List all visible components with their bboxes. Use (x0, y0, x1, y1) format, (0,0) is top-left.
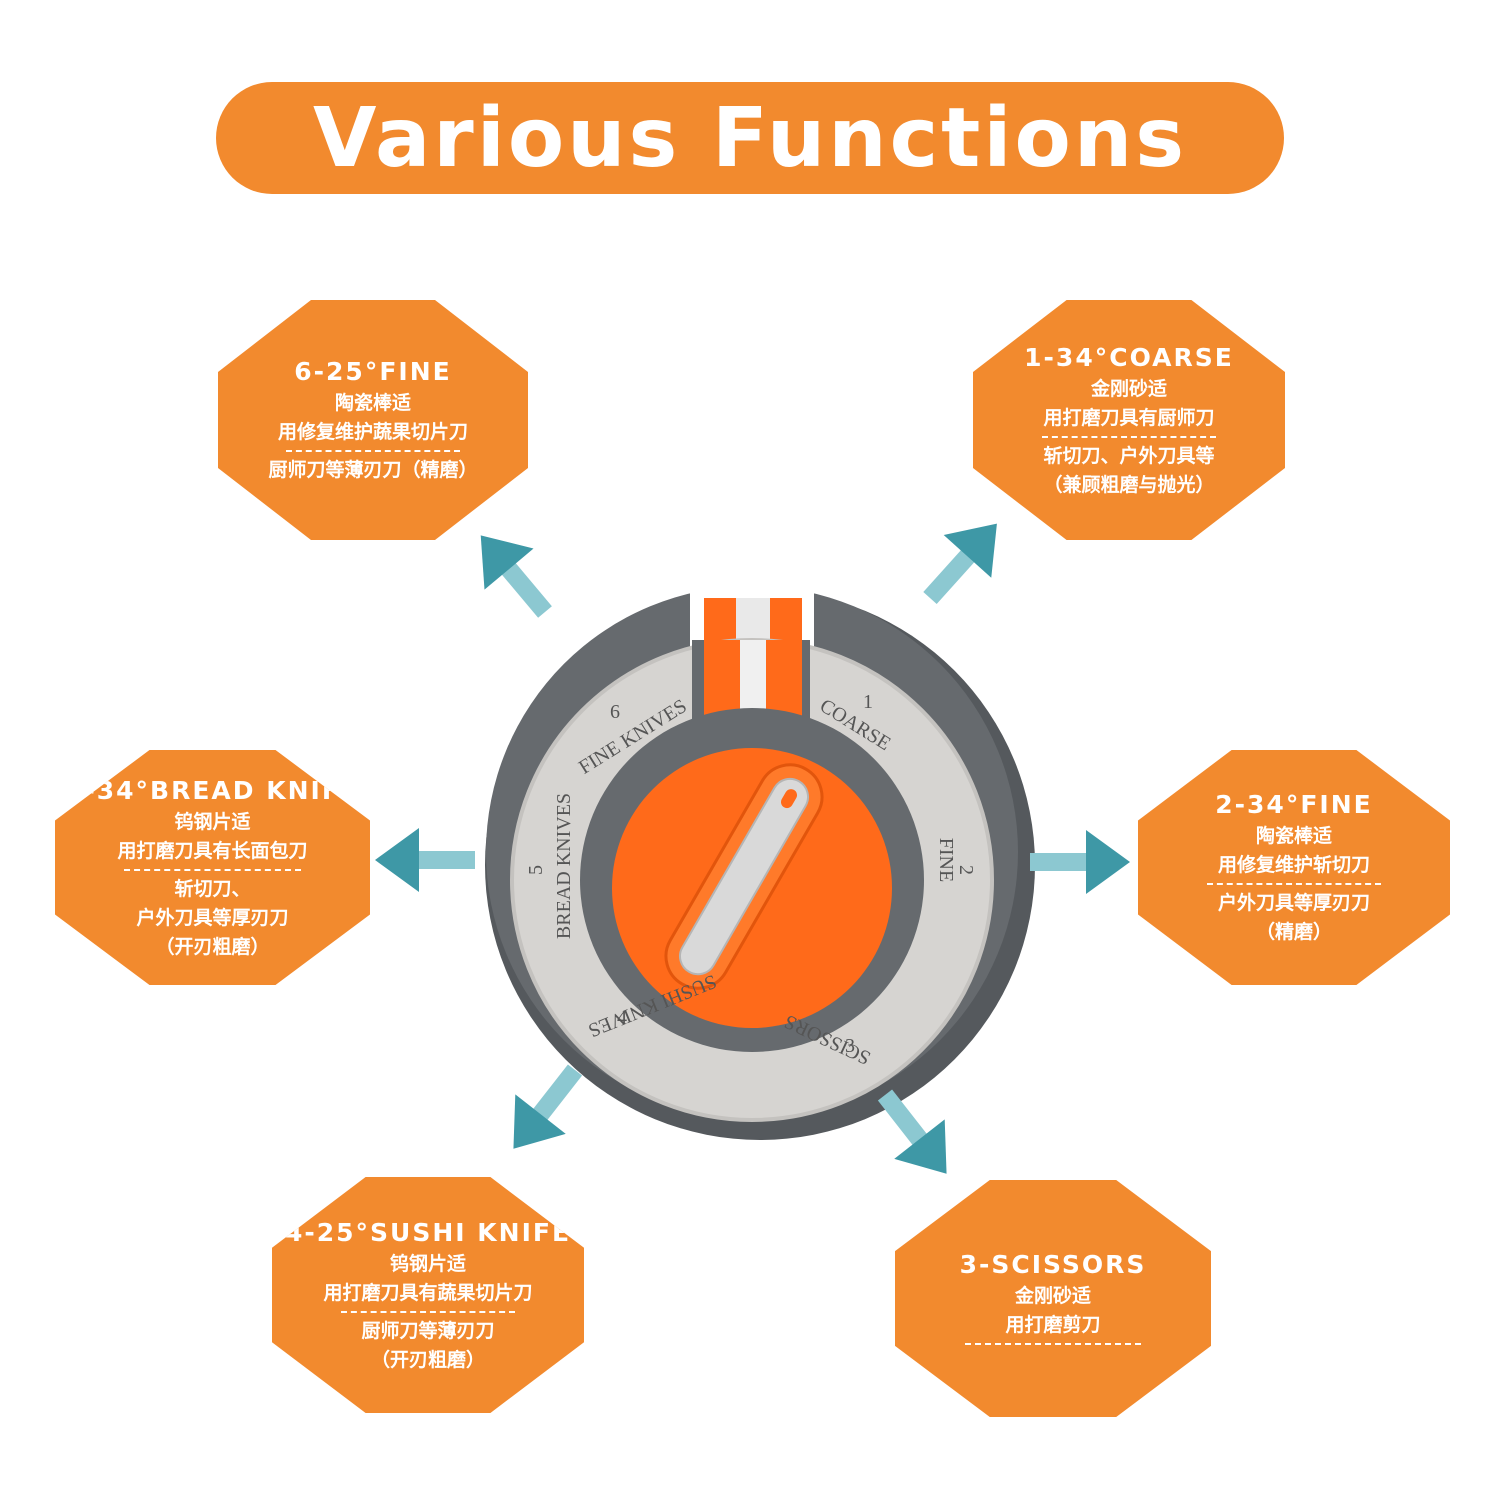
arrows (375, 523, 1130, 1174)
function-2-line: （精磨） (1255, 921, 1332, 943)
divider (1041, 435, 1217, 438)
divider (1206, 883, 1382, 885)
function-4-line: 用打磨刀具有蔬果切片刀 (323, 1281, 533, 1304)
function-4-card: 4-25°SUSHI KNIFE 钨钢片适 用打磨刀具有蔬果切片刀 厨师刀等薄刃… (272, 1177, 584, 1413)
function-3-line: 金刚砂适 (1014, 1285, 1091, 1307)
page-title: Various Functions (312, 90, 1188, 186)
function-1-card: 1-34°COARSE 金刚砂适 用打磨刀具有厨师刀 斩切刀、户外刀具等 （兼顾… (973, 300, 1285, 540)
arrow-5 (375, 828, 475, 892)
function-5-line: （开刃粗磨） (155, 935, 270, 958)
function-6-heading: 6-25°FINE (294, 357, 452, 386)
label-1: 1 (863, 691, 873, 713)
label-4: 4 (617, 1007, 627, 1029)
function-5-line: 户外刀具等厚刃刀 (136, 906, 289, 929)
arrow-3 (877, 1089, 947, 1174)
dial-handle (664, 763, 824, 990)
divider (286, 450, 460, 452)
function-2-line: 户外刀具等厚刃刀 (1217, 892, 1370, 914)
arrow-6 (480, 535, 552, 618)
function-1-heading: 1-34°COARSE (1024, 342, 1234, 372)
label-bread-knives: BREAD KNIVES (553, 793, 575, 939)
function-2-heading: 2-34°FINE (1215, 790, 1373, 819)
function-3-heading: 3-SCISSORS (959, 1250, 1147, 1279)
function-2-line: 陶瓷棒适 (1255, 825, 1332, 847)
divider (340, 1310, 516, 1313)
function-6-card: 6-25°FINE 陶瓷棒适 用修复维护蔬果切片刀 厨师刀等薄刃刀（精磨） (218, 300, 528, 540)
function-4-line: 钨钢片适 (389, 1252, 466, 1275)
arrow-2 (1030, 830, 1130, 894)
title-banner: Various Functions (216, 82, 1284, 194)
label-fine: FINE (935, 838, 957, 882)
function-1-line: 用打磨刀具有厨师刀 (1043, 406, 1215, 429)
function-4-heading: 4-25°SUSHI KNIFE (284, 1217, 572, 1247)
function-2-card: 2-34°FINE 陶瓷棒适 用修复维护斩切刀 户外刀具等厚刃刀 （精磨） (1138, 750, 1450, 985)
divider (124, 868, 301, 871)
function-1-line: 斩切刀、户外刀具等 (1043, 444, 1215, 467)
arrow-1 (923, 523, 997, 605)
label-5: 5 (525, 865, 547, 875)
function-6-line: 厨师刀等薄刃刀（精磨） (268, 459, 478, 481)
function-4-line: （开刃粗磨） (370, 1348, 485, 1371)
function-2-line: 用修复维护斩切刀 (1217, 854, 1370, 876)
function-3-card: 3-SCISSORS 金刚砂适 用打磨剪刀 (895, 1180, 1211, 1417)
function-5-line: 钨钢片适 (174, 810, 251, 833)
function-5-heading: 5-34°BREAD KNIFE (64, 775, 360, 805)
function-3-line: 用打磨剪刀 (1005, 1314, 1101, 1336)
label-2: 2 (955, 865, 977, 875)
function-5-line: 斩切刀、 (174, 877, 251, 900)
function-4-line: 厨师刀等薄刃刀 (361, 1319, 495, 1342)
divider (964, 1343, 1142, 1345)
arrow-4 (513, 1064, 583, 1149)
function-6-line: 用修复维护蔬果切片刀 (277, 421, 468, 443)
function-5-card: 5-34°BREAD KNIFE 钨钢片适 用打磨刀具有长面包刀 斩切刀、 户外… (55, 750, 370, 985)
function-5-line: 用打磨刀具有长面包刀 (117, 839, 308, 862)
function-1-line: （兼顾粗磨与抛光） (1043, 473, 1215, 496)
function-6-line: 陶瓷棒适 (334, 392, 411, 414)
function-1-line: 金刚砂适 (1090, 377, 1167, 400)
label-3: 3 (845, 1035, 855, 1057)
label-6: 6 (610, 701, 620, 723)
